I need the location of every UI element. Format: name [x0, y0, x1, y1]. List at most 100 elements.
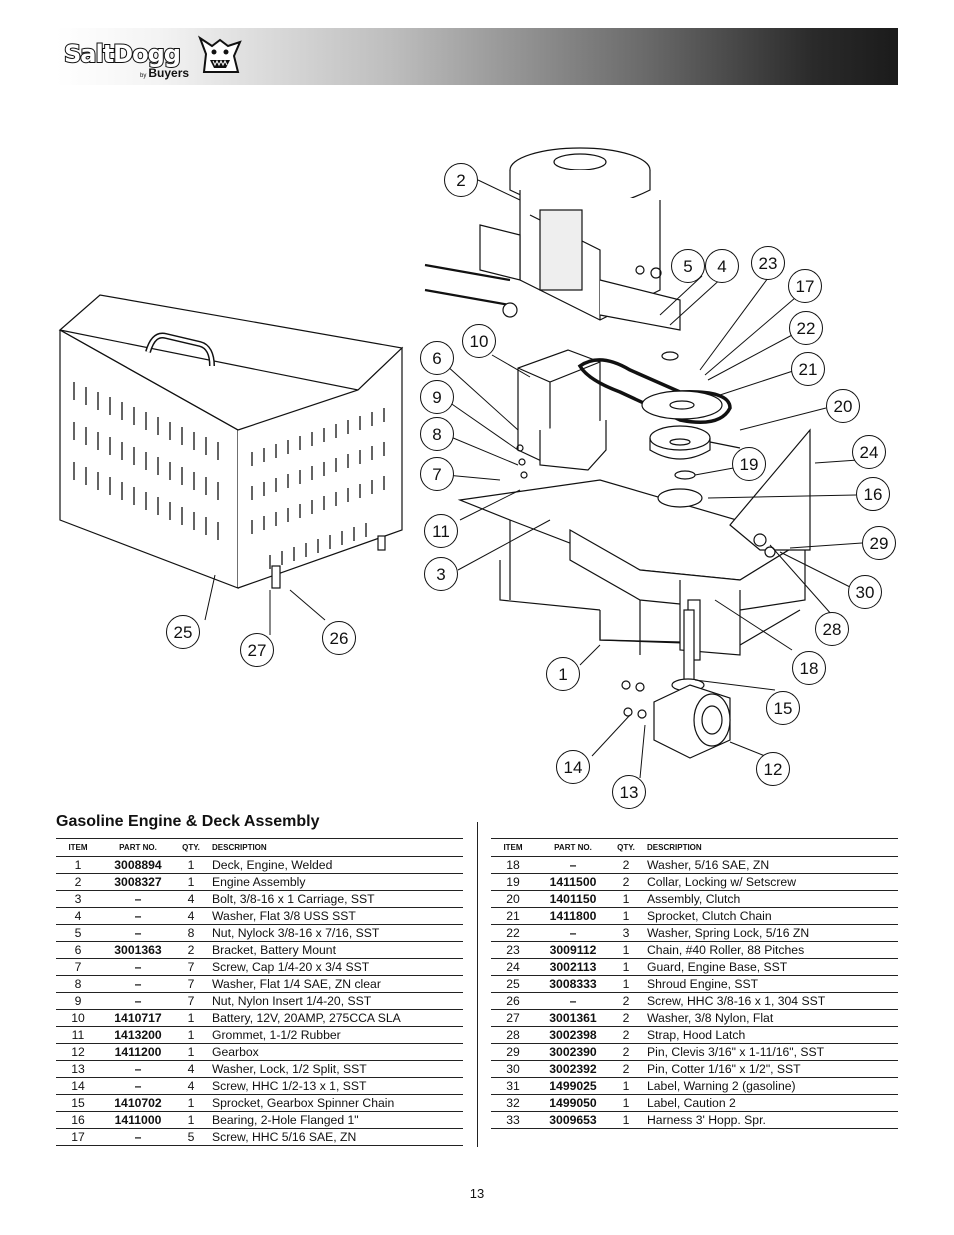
cell-item: 32	[491, 1094, 535, 1112]
cell-qty: 1	[176, 873, 206, 891]
cell-description: Gearbox	[206, 1043, 463, 1061]
callout-12: 12	[756, 752, 790, 786]
cell-item: 8	[56, 975, 100, 993]
cell-item: 28	[491, 1026, 535, 1044]
cell-item: 16	[56, 1111, 100, 1129]
engine-guard-drawing	[729, 428, 811, 551]
cell-part-no: 1410702	[100, 1094, 176, 1112]
cell-qty: 7	[176, 992, 206, 1010]
cell-part-no: –	[100, 958, 176, 976]
col-header-item: ITEM	[491, 838, 535, 857]
cell-qty: 1	[176, 1111, 206, 1129]
cell-qty: 1	[176, 1026, 206, 1044]
cell-qty: 1	[611, 1077, 641, 1095]
col-header-item: ITEM	[56, 838, 100, 857]
callout-11: 11	[424, 514, 458, 548]
cell-part-no: 3009653	[535, 1111, 611, 1129]
cell-item: 1	[56, 856, 100, 874]
cell-description: Chain, #40 Roller, 88 Pitches	[641, 941, 898, 959]
callout-4: 4	[705, 249, 739, 283]
cell-qty: 2	[611, 992, 641, 1010]
cell-qty: 2	[611, 1043, 641, 1061]
page-number: 13	[469, 1186, 485, 1201]
cell-description: Pin, Clevis 3/16" x 1-11/16", SST	[641, 1043, 898, 1061]
cell-description: Shroud Engine, SST	[641, 975, 898, 993]
callout-25: 25	[166, 615, 200, 649]
cell-description: Washer, Flat 1/4 SAE, ZN clear	[206, 975, 463, 993]
cell-part-no: 1411800	[535, 907, 611, 925]
col-header-qty: QTY.	[176, 838, 206, 857]
callout-17: 17	[788, 269, 822, 303]
cell-item: 2	[56, 873, 100, 891]
callout-8: 8	[420, 417, 454, 451]
cell-qty: 8	[176, 924, 206, 942]
cell-part-no: –	[100, 992, 176, 1010]
cell-qty: 2	[611, 873, 641, 891]
cell-item: 27	[491, 1009, 535, 1027]
cell-part-no: 3008894	[100, 856, 176, 874]
cell-qty: 5	[176, 1128, 206, 1146]
cell-qty: 1	[176, 856, 206, 874]
cell-description: Sprocket, Clutch Chain	[641, 907, 898, 925]
cell-item: 21	[491, 907, 535, 925]
cell-qty: 1	[176, 1043, 206, 1061]
cell-item: 10	[56, 1009, 100, 1027]
cell-description: Assembly, Clutch	[641, 890, 898, 908]
cell-description: Harness 3' Hopp. Spr.	[641, 1111, 898, 1129]
cell-description: Bracket, Battery Mount	[206, 941, 463, 959]
cell-part-no: –	[100, 890, 176, 908]
cell-description: Bolt, 3/8-16 x 1 Carriage, SST	[206, 890, 463, 908]
leader-lines	[204, 179, 863, 779]
cell-item: 9	[56, 992, 100, 1010]
cell-item: 31	[491, 1077, 535, 1095]
cell-description: Screw, Cap 1/4-20 x 3/4 SST	[206, 958, 463, 976]
cell-item: 33	[491, 1111, 535, 1129]
cell-description: Collar, Locking w/ Setscrew	[641, 873, 898, 891]
cell-part-no: 1411200	[100, 1043, 176, 1061]
cell-qty: 2	[611, 856, 641, 874]
exploded-assembly-diagram: 2 5 4 23 17 22 21 20 24 10 6 9 8 7 19 16…	[40, 130, 920, 820]
col-header-part-no: PART NO.	[100, 838, 176, 857]
cell-description: Washer, 3/8 Nylon, Flat	[641, 1009, 898, 1027]
callout-3: 3	[424, 557, 458, 591]
cell-item: 5	[56, 924, 100, 942]
cell-description: Nut, Nylock 3/8-16 x 7/16, SST	[206, 924, 463, 942]
cell-description: Bearing, 2-Hole Flanged 1"	[206, 1111, 463, 1129]
callout-30: 30	[848, 575, 882, 609]
cell-item: 29	[491, 1043, 535, 1061]
cell-qty: 4	[176, 1060, 206, 1078]
section-title: Gasoline Engine & Deck Assembly	[56, 813, 320, 830]
cell-description: Nut, Nylon Insert 1/4-20, SST	[206, 992, 463, 1010]
col-header-qty: QTY.	[611, 838, 641, 857]
callout-28: 28	[815, 612, 849, 646]
callout-9: 9	[420, 380, 454, 414]
cell-item: 19	[491, 873, 535, 891]
cell-description: Screw, HHC 1/2-13 x 1, SST	[206, 1077, 463, 1095]
cell-part-no: 3001363	[100, 941, 176, 959]
cell-qty: 7	[176, 975, 206, 993]
cell-qty: 1	[611, 1094, 641, 1112]
cell-description: Engine Assembly	[206, 873, 463, 891]
col-header-part-no: PART NO.	[535, 838, 611, 857]
cell-item: 25	[491, 975, 535, 993]
cell-description: Washer, 5/16 SAE, ZN	[641, 856, 898, 874]
cell-description: Guard, Engine Base, SST	[641, 958, 898, 976]
assembly-drawing	[58, 147, 863, 779]
cell-description: Deck, Engine, Welded	[206, 856, 463, 874]
callout-26: 26	[322, 621, 356, 655]
cell-description: Screw, HHC 5/16 SAE, ZN	[206, 1128, 463, 1146]
